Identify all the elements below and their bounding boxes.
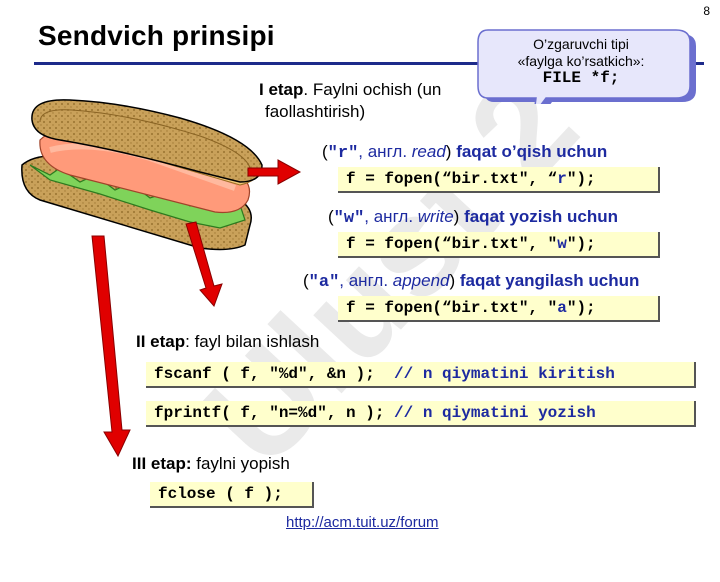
paren-open: ( bbox=[303, 271, 309, 290]
code-comment: // n qiymatini yozish bbox=[394, 404, 596, 422]
stage3-label: III etap: bbox=[132, 454, 192, 473]
paren-open: ( bbox=[322, 142, 328, 161]
sandwich-illustration bbox=[21, 99, 302, 458]
mode-a-description: ("a", англ. append) faqat yangilash uchu… bbox=[303, 271, 639, 292]
stage1-text2: faollashtirish) bbox=[265, 102, 366, 121]
stage2-label: II etap bbox=[136, 332, 186, 351]
mode-code: "r" bbox=[327, 144, 359, 163]
code-mode: r bbox=[557, 170, 567, 188]
code-comment: // n qiymatini kiritish bbox=[394, 365, 615, 383]
fopen-r-code: f = fopen(“bir.txt", “r"); bbox=[338, 167, 660, 193]
paren-close: ) bbox=[445, 142, 452, 161]
stage2-text: : fayl bilan ishlash bbox=[185, 332, 320, 351]
fopen-w-code: f = fopen(“bir.txt", "w"); bbox=[338, 232, 660, 258]
mode-w-description: ("w", англ. write) faqat yozish uchun bbox=[328, 207, 618, 228]
code-pre: f = fopen(“bir.txt", " bbox=[346, 235, 558, 253]
paren-close: ) bbox=[453, 207, 460, 226]
callout-line-2: «faylga ko’rsatkich»: bbox=[517, 53, 645, 69]
mode-en: append bbox=[392, 271, 450, 290]
fprintf-code: fprintf( f, "n=%d", n ); // n qiymatini … bbox=[146, 401, 696, 427]
page-number: 8 bbox=[703, 4, 710, 18]
callout-code: FILE *f; bbox=[542, 69, 620, 87]
code-mode: a bbox=[557, 299, 567, 317]
stage1-line: I etap. Faylni ochish (un bbox=[259, 80, 441, 100]
mode-en: write bbox=[417, 207, 454, 226]
code-post: "); bbox=[566, 299, 596, 317]
code-post: "); bbox=[566, 235, 596, 253]
title-underline bbox=[34, 62, 704, 65]
code-text: fscanf ( f, "%d", &n ); bbox=[154, 365, 395, 383]
fopen-a-code: f = fopen(“bir.txt", "a"); bbox=[338, 296, 660, 322]
stage3-line: III etap: faylni yopish bbox=[132, 454, 290, 474]
mode-desc: faqat yozish uchun bbox=[459, 207, 619, 226]
mode-code: "w" bbox=[333, 209, 365, 228]
mode-ru: , англ. bbox=[364, 207, 418, 226]
code-text: fprintf( f, "n=%d", n ); bbox=[154, 404, 395, 422]
mode-code: "a" bbox=[308, 273, 340, 292]
paren-open: ( bbox=[328, 207, 334, 226]
callout-text: O’zgaruvchi tipi «faylga ko’rsatkich»: F… bbox=[476, 36, 686, 87]
mode-desc: faqat o’qish uchun bbox=[451, 142, 608, 161]
fclose-code: fclose ( f ); bbox=[150, 482, 314, 508]
code-post: "); bbox=[566, 170, 596, 188]
fscanf-code: fscanf ( f, "%d", &n ); // n qiymatini k… bbox=[146, 362, 696, 388]
mode-ru: , англ. bbox=[358, 142, 412, 161]
paren-close: ) bbox=[449, 271, 456, 290]
code-pre: f = fopen(“bir.txt", “ bbox=[346, 170, 558, 188]
mode-r-description: ("r", англ. read) faqat o’qish uchun bbox=[322, 142, 607, 163]
callout-line-1: O’zgaruvchi tipi bbox=[533, 36, 629, 52]
stage3-text: faylni yopish bbox=[191, 454, 290, 473]
mode-en: read bbox=[411, 142, 446, 161]
code-mode: w bbox=[557, 235, 567, 253]
callout-bubble bbox=[477, 29, 696, 104]
stage1-text: . Faylni ochish (un bbox=[303, 80, 442, 99]
stage2-line: II etap: fayl bilan ishlash bbox=[136, 332, 319, 352]
page-title: Sendvich prinsipi bbox=[38, 20, 275, 51]
stage1-label: I etap bbox=[259, 80, 304, 99]
code-pre: f = fopen(“bir.txt", " bbox=[346, 299, 558, 317]
mode-desc: faqat yangilash uchun bbox=[455, 271, 640, 290]
mode-ru: , англ. bbox=[339, 271, 393, 290]
forum-link[interactable]: http://acm.tuit.uz/forum bbox=[286, 514, 439, 531]
